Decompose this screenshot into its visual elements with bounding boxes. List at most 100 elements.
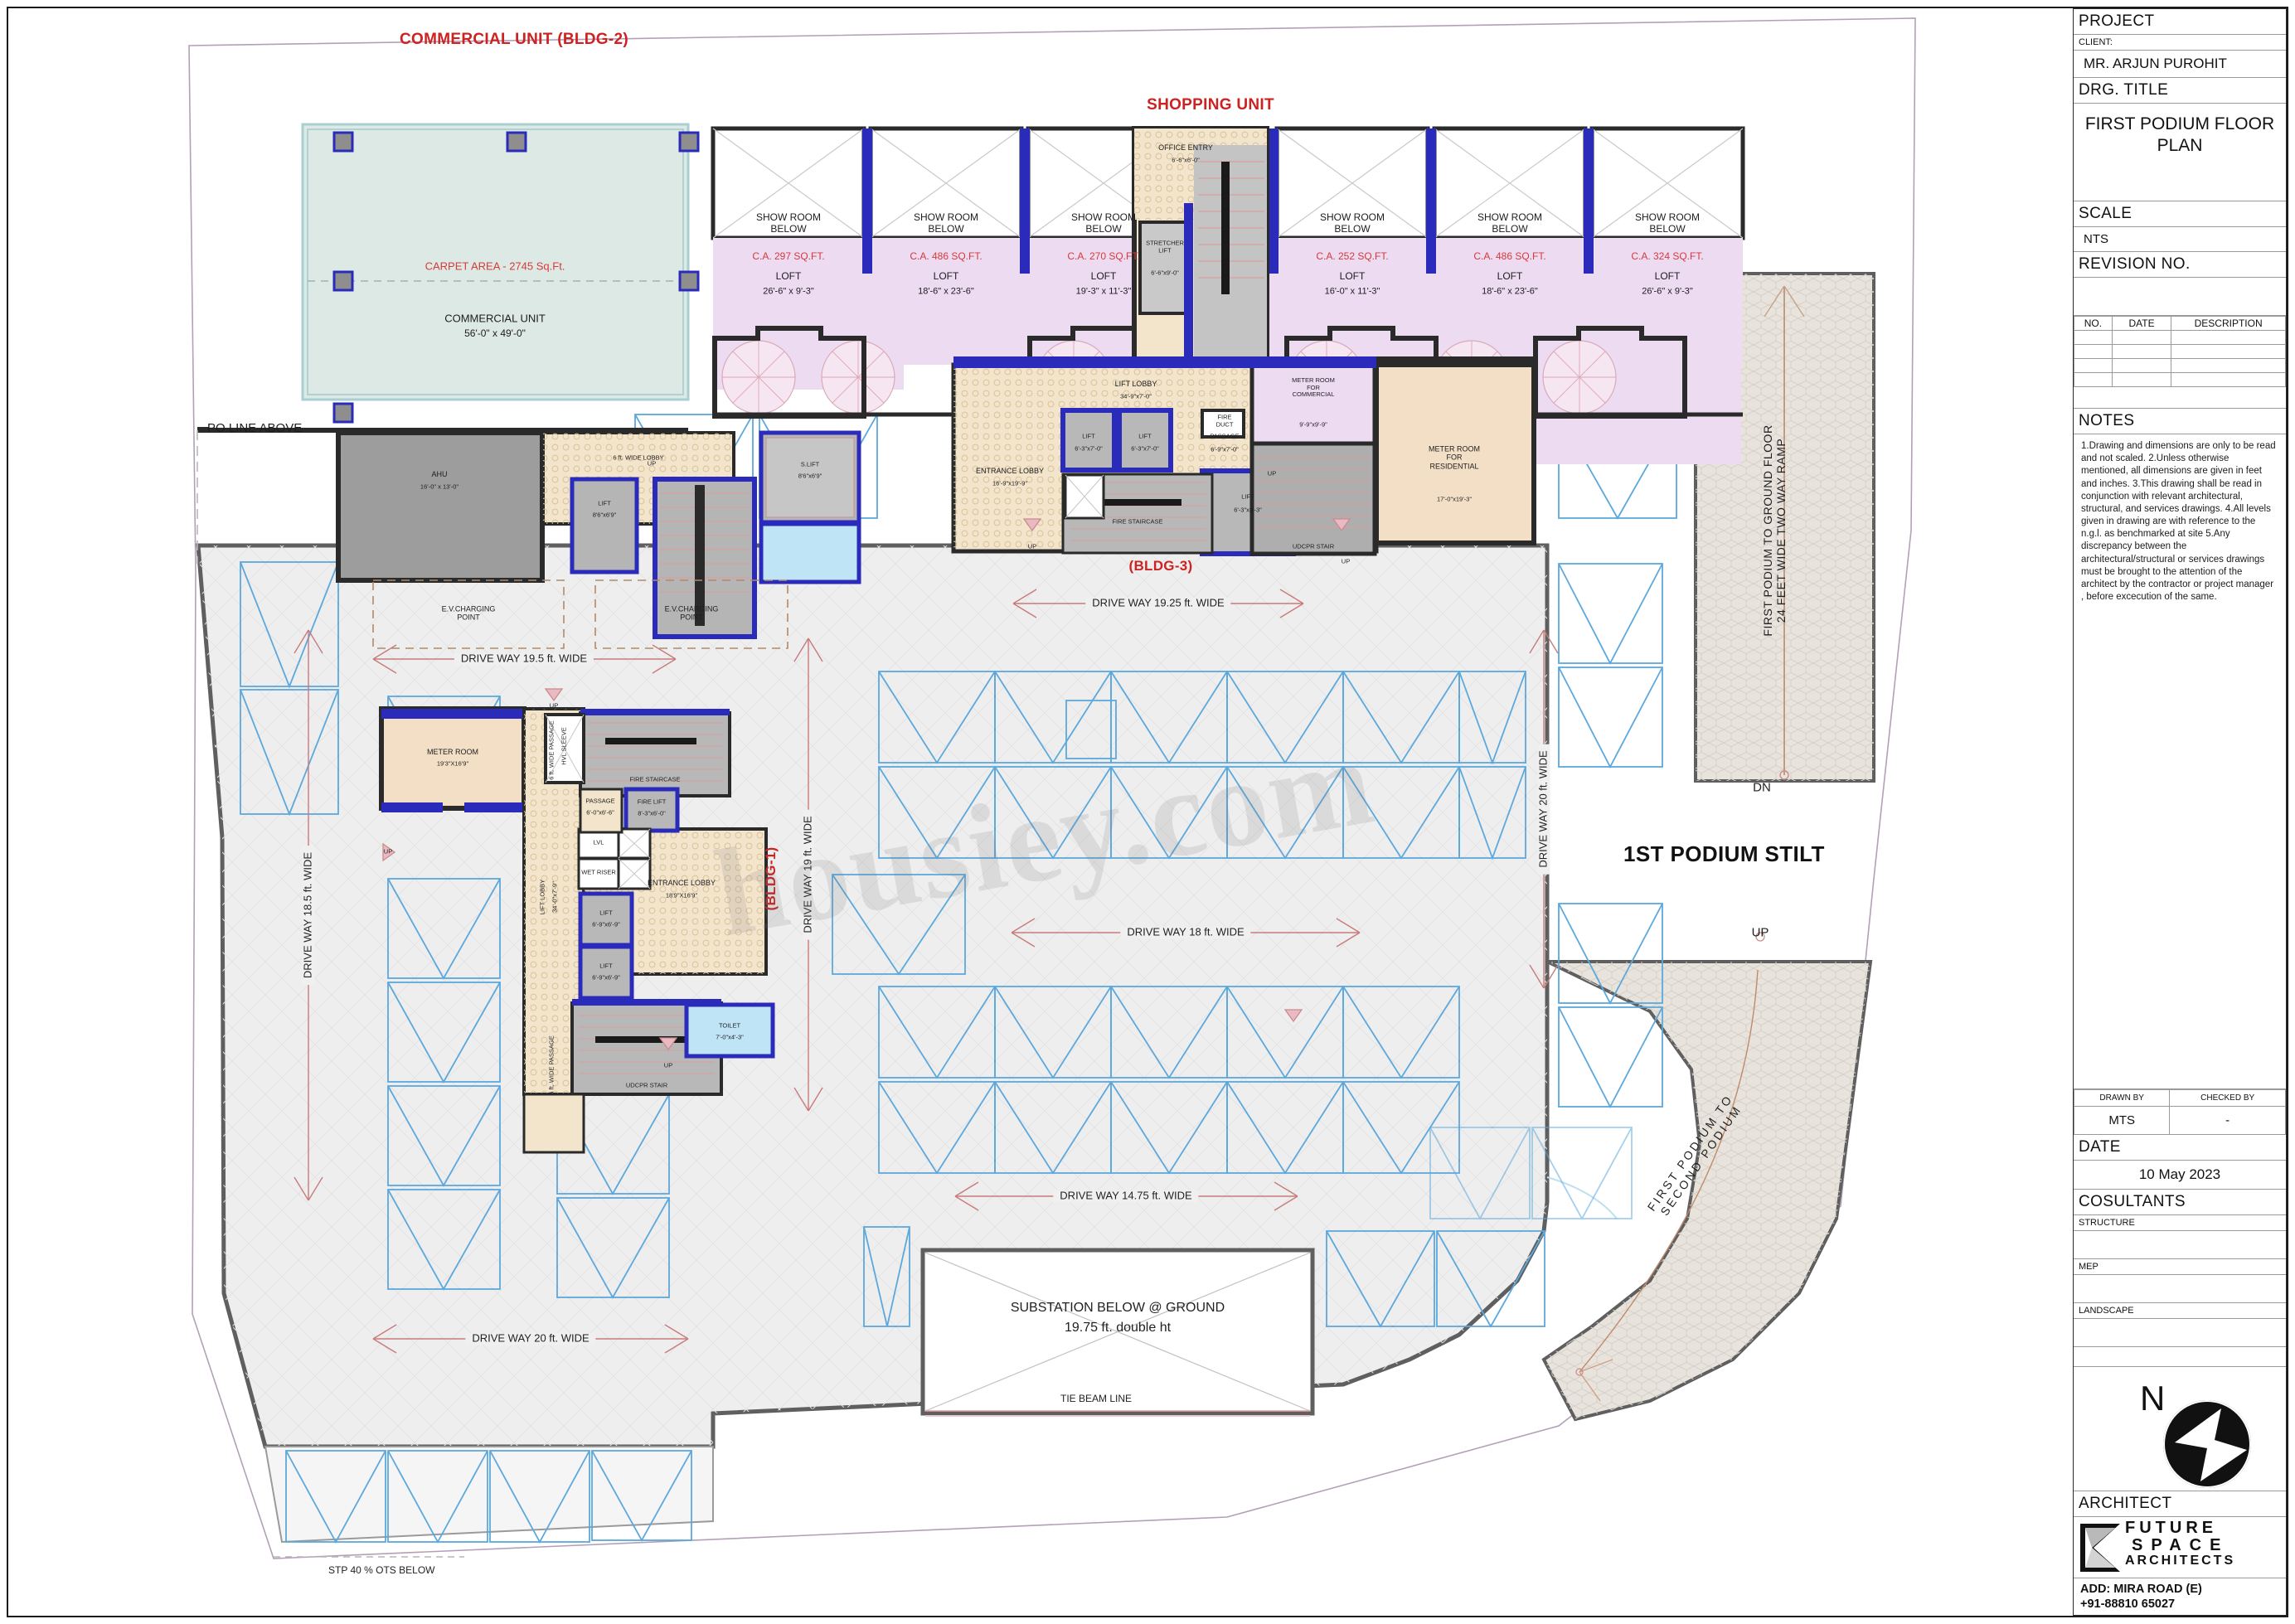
shopping-unit-heading: SHOPPING UNIT [1147,96,1274,114]
north-arrow-cell: N [2074,1367,2286,1491]
drawing-title: FIRST PODIUM FLOOR PLAN [2074,104,2286,201]
revision-table: NO. DATE DESCRIPTION [2074,316,2286,387]
table-row [2074,330,2286,345]
rev-desc [2171,330,2286,345]
drawn-by-value: MTS [2073,1105,2171,1135]
architect-header: ARCHITECT [2074,1491,2286,1517]
rev-date [2111,358,2172,373]
consultants-header: COSULTANTS [2074,1190,2286,1215]
table-row [2074,372,2286,387]
driveway-label-6: DRIVE WAY 18.5 ft. WIDE [302,845,315,986]
commercial-unit-block [197,123,700,564]
up-marker-4: UP [383,847,393,856]
up-marker-3: UP [1341,557,1351,565]
shop-carpet-area-5: C.A. 486 SQ.FT. [1473,250,1546,263]
carpet-area-label: CARPET AREA - 2745 Sq.Ft. [425,259,565,273]
consultant-mep-value [2074,1275,2286,1303]
bldg1-lift-lobby-dims: 34'-0"x7'-9" [551,881,559,913]
bldg1-passage-top-label: 6 ft. WIDE PASSAGE [547,720,556,780]
bldg3-core [951,356,1536,556]
shop-loft-dims-4: 16'-0" x 11'-3" [1324,286,1380,297]
bldg1-entrance-lobby-dims: 18'9"X16'9" [665,891,698,899]
shop-carpet-area-2: C.A. 486 SQ.FT. [910,250,983,263]
bldg3-fire-staircase-label: FIRE STAIRCASE [1112,517,1163,526]
bldg3-passage-dims: 6'-9"x7'-0" [1211,445,1239,453]
bldg3-fire-duct-label: FIRE DUCT [1215,413,1234,428]
rev-no [2074,330,2113,345]
bldg2-service-lift-name: S.LIFT [800,460,820,468]
ev-charging-point-2: E.V.CHARGING POINT [664,604,719,622]
driveway-label-7: DRIVE WAY 19 ft. WIDE [802,809,815,940]
scale-value: NTS [2074,227,2286,252]
revision-spacer [2074,387,2286,409]
bldg3-lift-3-dims: 6'-3"x8'-3" [1234,506,1262,514]
bldg3-lift-lobby-dims: 34'-9"x7'-0" [1120,392,1152,400]
office-entry-dims: 6'-6"x6'-0" [1172,156,1200,164]
bldg1-lift-2-name: LIFT [599,962,613,970]
ramp-down-marker: DN [1753,780,1771,795]
shop-carpet-area-3: C.A. 270 SQ.FT. [1067,250,1140,263]
bldg2-core [336,430,861,649]
sheet-border [7,7,2288,1617]
bldg3-lift-1-name: LIFT [1082,432,1095,440]
substation-name: SUBSTATION BELOW @ GROUND [1010,1300,1225,1315]
bldg2-lift-dims: 8'6"x6'9" [592,511,617,519]
bldg3-entrance-lobby-name: ENTRANCE LOBBY [975,466,1045,475]
client-label: CLIENT: [2074,35,2286,51]
bldg2-lift-name: LIFT [598,499,611,507]
podium-stilt-heading: 1ST PODIUM STILT [1623,841,1825,866]
client-name: MR. ARJUN PUROHIT [2074,51,2286,78]
bldg2-service-lift-dims: 8'6"x6'9" [798,472,822,480]
bldg3-lift-2-name: LIFT [1138,432,1152,440]
bldg3-passage-name: PASSAGE [1210,432,1240,440]
meter-room-residential-name: METER ROOM FOR RESIDENTIAL [1429,444,1480,471]
shop-loft-5: LOFT [1497,270,1523,283]
driveway-label-8: DRIVE WAY 20 ft. WIDE [1537,744,1550,875]
bldg1-lift-1-name: LIFT [599,909,613,917]
bldg2-ahu-dims: 16'-0" x 13'-0" [420,482,459,491]
bldg3-entrance-lobby-dims: 16'-9"x19'-9" [992,479,1027,487]
substation-note: 19.75 ft. double ht [1064,1320,1172,1335]
bldg1-wet-riser-label: WET RISER [581,868,616,876]
consultant-structure-value [2074,1231,2286,1259]
driveway-label-1: DRIVE WAY 19.5 ft. WIDE [454,652,594,666]
revision-value [2074,278,2286,316]
ev-charging-point-1: E.V.CHARGING POINT [441,604,496,622]
north-arrow-icon [2163,1399,2251,1488]
consultant-structure-label: STRUCTURE [2074,1215,2286,1231]
date-value: 10 May 2023 [2074,1161,2286,1190]
shop-loft-1: LOFT [775,270,802,283]
ramp-to-ground-label: FIRST PODIUM TO GROUND FLOOR 24 FEET WID… [1760,424,1788,637]
checked-by-value: - [2169,1105,2286,1135]
bldg1-lift-1-dims: 6'-9"x6'-9" [592,920,620,928]
meter-room-commercial-name: METER ROOM FOR COMMERCIAL [1292,376,1335,399]
notes-body: 1.Drawing and dimensions are only to be … [2074,434,2286,1089]
consultant-landscape-value [2074,1319,2286,1347]
logo-line-3: ARCHITECTS [2125,1553,2236,1568]
architect-logo: FUTURE SPACE ARCHITECTS [2074,1517,2286,1578]
showroom-below-6: SHOW ROOM BELOW [1635,211,1700,235]
shop-loft-4: LOFT [1339,270,1366,283]
shop-carpet-area-1: C.A. 297 SQ.FT. [752,250,825,263]
bldg3-lift-lobby-name: LIFT LOBBY [1114,379,1157,388]
drawn-by-label: DRAWN BY [2073,1088,2171,1107]
showroom-below-3: SHOW ROOM BELOW [1071,211,1136,235]
logo-line-2: SPACE [2132,1535,2229,1554]
bldg1-lvl-label: LVL [593,838,604,846]
shop-carpet-area-6: C.A. 324 SQ.FT. [1631,250,1704,263]
office-entry-name: OFFICE ENTRY [1158,143,1213,152]
date-header: DATE [2074,1135,2286,1161]
rev-desc [2171,358,2286,373]
driveway-label-4: DRIVE WAY 14.75 ft. WIDE [1053,1190,1199,1203]
shop-loft-3: LOFT [1090,270,1117,283]
table-row [2074,358,2286,373]
bldg1-passage-dims: 6'-0"x6'-6" [586,808,614,817]
shop-loft-dims-2: 18'-6" x 23'-6" [918,286,974,297]
stp-note: STP 40 % OTS BELOW [328,1564,435,1576]
stretcher-lift-name: STRETCHER LIFT [1146,239,1184,254]
revision-col-desc: DESCRIPTION [2171,316,2286,331]
bldg3-heading: (BLDG-3) [1128,558,1193,574]
rev-date [2111,372,2172,387]
bldg1-hvl-sleeve-label: HVL SLEEVE [560,727,568,765]
